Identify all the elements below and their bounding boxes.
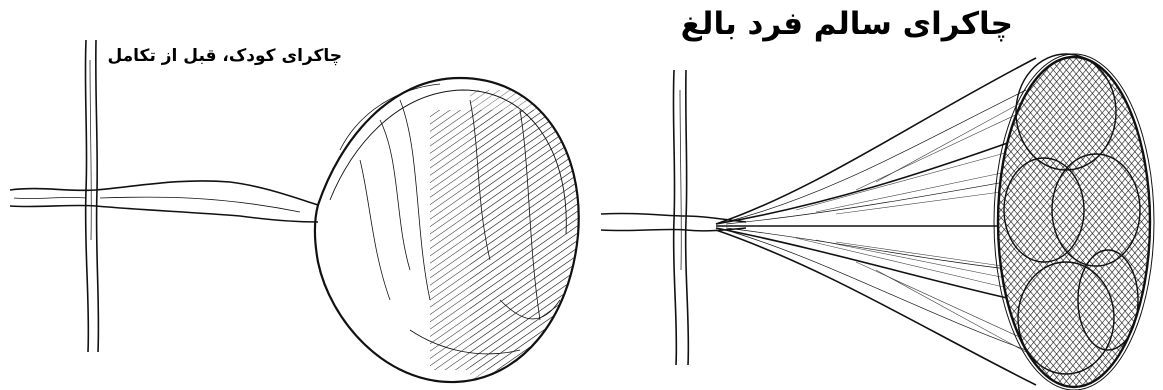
spine-vertical-lines [85, 40, 98, 352]
adult-chakra-caption: چاکرای سالم فرد بالغ [681, 6, 1013, 42]
child-chakra-panel: چاکرای کودک، قبل از تکامل [0, 0, 590, 390]
spine-vertical-lines [673, 70, 688, 365]
stalk-lines [10, 181, 318, 222]
adult-chakra-drawing [596, 0, 1163, 390]
bulb-hatching [360, 90, 580, 380]
funnel-outline [716, 58, 1036, 385]
adult-chakra-panel: چاکرای سالم فرد بالغ [596, 0, 1163, 390]
child-chakra-caption: چاکرای کودک، قبل از تکامل [107, 46, 342, 66]
